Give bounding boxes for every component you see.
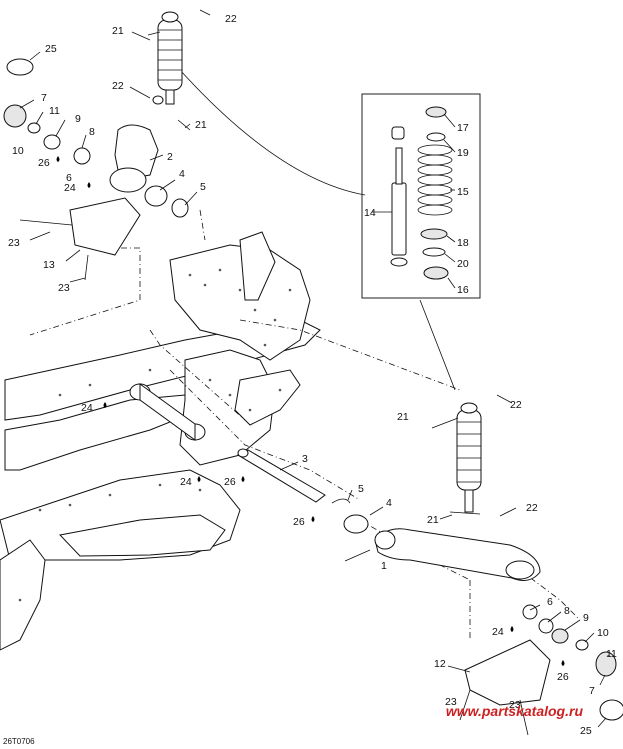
callout-26-c: 26 [293,516,305,528]
callout-24-c: 24 [180,476,192,488]
drop-icon [241,476,245,482]
callout-7-lower: 7 [589,685,595,697]
callout-10-lower: 10 [597,627,609,639]
callout-11-upper: 11 [49,105,60,117]
callout-9-upper: 9 [75,113,81,125]
callout-9-lower: 9 [583,612,589,624]
callout-labels: 1 2 3 4 4 5 5 6 6 7 7 8 8 9 9 10 10 11 1… [8,13,617,737]
callout-23-b: 23 [58,282,70,294]
callout-18: 18 [457,237,469,249]
drop-icon [510,626,514,632]
shock-inset-box [361,93,481,299]
callout-1: 1 [381,560,387,572]
callout-22-c: 22 [510,399,522,411]
callout-13: 13 [43,259,55,271]
callout-10-upper: 10 [12,145,24,157]
callout-4-lower: 4 [386,497,392,509]
callout-24-a: 24 [64,182,76,194]
callout-23-a: 23 [8,237,20,249]
callout-15: 15 [457,186,469,198]
callout-8-lower: 8 [564,605,570,617]
callout-21-c: 21 [397,411,409,423]
callout-25-a: 25 [45,43,57,55]
callout-21-a: 21 [112,25,124,37]
drop-icon [561,660,565,666]
callout-23-d: 23 [509,699,521,711]
lower-right-hardware [459,604,623,736]
callout-24-b: 24 [81,402,93,414]
callout-25-b: 25 [580,725,592,737]
callout-19: 19 [457,147,469,159]
drop-icon [87,182,91,188]
callout-leaders [19,9,609,728]
drop-icon [103,402,107,408]
upper-swing-arm [109,124,189,218]
callout-26-b: 26 [224,476,236,488]
callout-6-upper: 6 [66,172,72,184]
watermark-text: www.partskatalog.ru [445,703,583,719]
callout-22-d: 22 [526,502,538,514]
callout-22-b: 22 [112,80,124,92]
chassis-frame [0,231,321,651]
drop-icon [197,476,201,482]
callout-11-lower: 11 [606,648,617,660]
callout-22-a: 22 [225,13,237,25]
callout-12: 12 [434,658,446,670]
callout-2: 2 [167,151,173,163]
lower-swing-arm [331,498,541,581]
drop-icon [311,516,315,522]
callout-21-d: 21 [427,514,439,526]
callout-16: 16 [457,284,469,296]
callout-5-lower: 5 [358,483,364,495]
callout-23-c: 23 [445,696,457,708]
callout-26-a: 26 [38,157,50,169]
callout-26-d: 26 [557,671,569,683]
upper-shock-assembly [147,11,191,131]
callout-8-upper: 8 [89,126,95,138]
callout-5-upper: 5 [200,181,206,193]
callout-20: 20 [457,258,469,270]
callout-14: 14 [364,207,376,219]
callout-21-b: 21 [195,119,207,131]
callout-17: 17 [457,122,469,134]
drop-icon [56,156,60,162]
callout-4-upper: 4 [179,168,185,180]
callout-6-lower: 6 [547,596,553,608]
callout-24-d: 24 [492,626,504,638]
lubricant-drop-icons [56,156,565,666]
figure-id: 26T0706 [3,737,35,746]
callout-7-upper: 7 [41,92,47,104]
shaft [236,448,326,503]
lower-shock-assembly [431,402,482,515]
callout-3: 3 [302,453,308,465]
